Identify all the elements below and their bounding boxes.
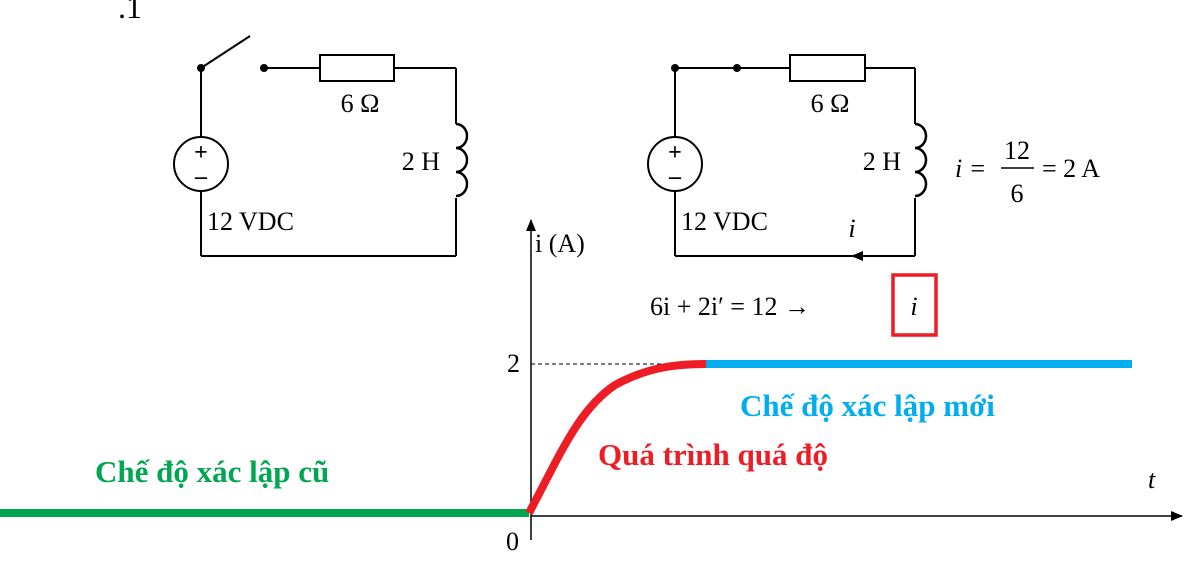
header-fragment: .1 (118, 0, 142, 25)
transient-curve (525, 360, 707, 515)
label-transient: Quá trình quá độ (598, 437, 828, 472)
differential-equation: 6i + 2i′ = 12 → (650, 292, 810, 321)
formula-lhs: i = (955, 154, 986, 183)
circuit-left (200, 67, 457, 257)
label-old-steady-state: Chế độ xác lập cũ (95, 454, 329, 489)
switch-open (197, 35, 268, 72)
inductor-left (455, 122, 469, 198)
source-left-minus: – (194, 164, 208, 190)
origin-label: 0 (506, 527, 519, 556)
source-right-minus: – (668, 164, 682, 190)
answer-box (891, 273, 938, 337)
resistor-left-label: 6 Ω (341, 89, 380, 118)
y-tick-2: 2 (507, 349, 520, 378)
source-left-label: 12 VDC (207, 207, 294, 236)
source-right-label: 12 VDC (681, 207, 768, 236)
resistor-left (319, 54, 395, 82)
formula-denominator: 6 (1011, 179, 1024, 208)
voltage-source-right: + – (647, 136, 703, 192)
inductor-left-label: 2 H (402, 147, 441, 176)
formula-rhs: = 2 A (1042, 154, 1100, 183)
node-right-b (733, 64, 741, 72)
label-new-steady-state: Chế độ xác lập mới (740, 388, 995, 423)
resistor-right-label: 6 Ω (811, 89, 850, 118)
inductor-right-label: 2 H (863, 147, 902, 176)
source-left-plus: + (194, 140, 208, 166)
boxed-unknown: i (910, 292, 917, 321)
voltage-source-left: + – (173, 136, 229, 192)
resistor-right (789, 54, 866, 82)
y-axis-label: i (A) (535, 229, 585, 258)
formula-numerator: 12 (1004, 136, 1030, 165)
inductor-right (914, 122, 928, 198)
node-right-a (671, 64, 679, 72)
x-axis-label: t (1148, 465, 1156, 494)
source-right-plus: + (668, 140, 682, 166)
steady-current-formula: i = 12 6 = 2 A (955, 136, 1100, 208)
current-label: i (848, 214, 855, 243)
